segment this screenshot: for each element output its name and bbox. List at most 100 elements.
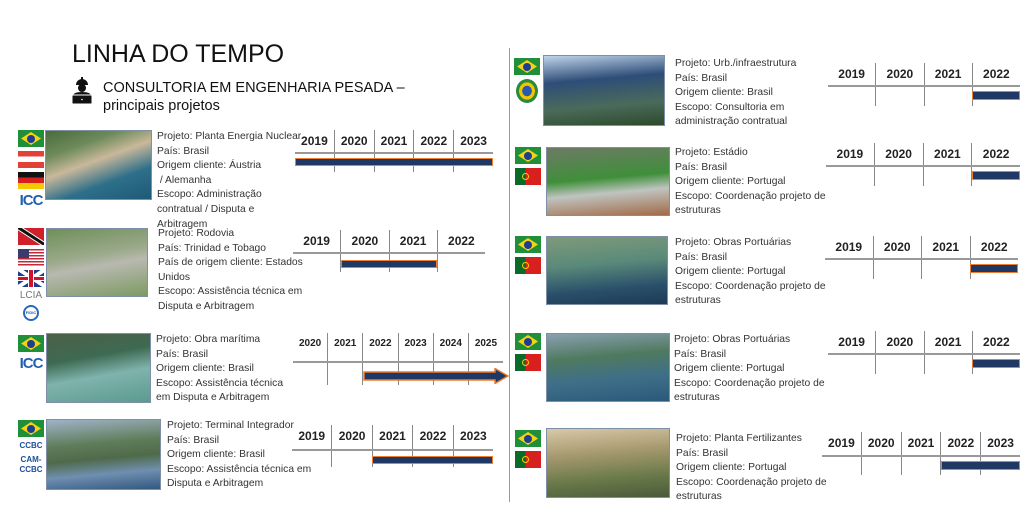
project-info-line: Escopo: Coordenação projeto de (676, 476, 827, 488)
project-info-line: País: Brasil (674, 348, 727, 360)
project-info-line: Escopo: Coordenação projeto de (675, 190, 826, 202)
flag-portugal-icon (515, 168, 541, 185)
timeline-bar (372, 456, 493, 464)
timeline-year-cell: 2023 (397, 333, 433, 385)
timeline-bar (971, 171, 1020, 180)
project-info-line: Escopo: Administração (157, 189, 262, 201)
timeline-axis (828, 85, 1020, 87)
timeline-year-cell: 2019 (822, 432, 861, 475)
timeline-year-label: 2019 (301, 134, 328, 148)
icc-logo: ICC (19, 355, 44, 372)
urban-infrastructure-photo (543, 55, 665, 126)
timeline-year-cell: 2021 (900, 432, 941, 475)
timeline-year-label: 2019 (298, 429, 326, 443)
timeline-year-label: 2025 (474, 338, 498, 349)
flag-portugal-icon (515, 257, 541, 274)
timeline-year-cell: 2020 (872, 236, 922, 279)
lcia-logo: LCIA (19, 290, 43, 301)
timeline-year-label: 2021 (934, 67, 962, 81)
flag-portugal-icon (515, 451, 541, 468)
flag-brazil-icon (515, 333, 541, 350)
timeline-year-cell: 2022 (362, 333, 397, 385)
timeline-bar (972, 359, 1020, 368)
ccbc-logo: CCBC (19, 441, 43, 450)
project-info-line: País: Brasil (157, 145, 210, 157)
project-info-line: País: Brasil (675, 72, 728, 84)
project-info-line: Projeto: Planta Fertilizantes (676, 433, 802, 444)
timeline-year-label: 2020 (886, 335, 914, 349)
project-info-line: Origem cliente: Brasil (156, 363, 254, 375)
timeline-year-label: 2021 (907, 436, 935, 450)
project-info-line: contratual / Disputa e (157, 203, 255, 215)
timeline-year-label: 2023 (987, 436, 1014, 450)
timeline-bar (295, 158, 493, 166)
timeline-year-label: 2020 (298, 338, 322, 349)
timeline-year-cell: 2022 (971, 143, 1020, 186)
project-info-line: Escopo: Assistência técnica (156, 377, 284, 389)
flag-usa-icon (18, 249, 44, 266)
timeline-year-cell: 2021 (923, 331, 972, 374)
page-subtitle: CONSULTORIA EM ENGENHARIA PESADA – princ… (103, 80, 405, 114)
flag-germany-icon (18, 172, 44, 189)
project-info-line: País de origem cliente: Estados (158, 257, 303, 269)
project-info-line: Origem cliente: Portugal (674, 363, 785, 375)
timeline-year-label: 2022 (982, 147, 1010, 161)
timeline-year-cell: 2021 (371, 425, 412, 467)
timeline-year-label: 2020 (886, 67, 914, 81)
project-info-line: Projeto: Obras Portuárias (674, 334, 791, 345)
timeline-year-label: 2020 (885, 147, 912, 161)
fidic-logo: FIDIC (23, 305, 39, 321)
timeline-year-cell: 2020 (331, 425, 371, 467)
timeline-year-cell: 2019 (826, 143, 874, 186)
project-info-line: País: Trinidad e Tobago (158, 242, 267, 254)
timeline-axis (822, 455, 1020, 457)
page-title: LINHA DO TEMPO (72, 40, 285, 68)
project-info-line: estruturas (674, 392, 720, 404)
project-info-line: Origem cliente: Brasil (675, 87, 773, 99)
flags-column: ICC (16, 335, 46, 371)
project-info-line: Projeto: Planta Energia Nuclear (157, 131, 302, 142)
flag-trinidad-icon (18, 228, 44, 245)
timeline-year-label: 2020 (351, 234, 379, 248)
nuclear-plant-photo (45, 130, 152, 200)
flags-column: ICC (16, 130, 46, 208)
flags-column (513, 236, 543, 274)
project-info-line: Unidos (158, 271, 191, 283)
project-info-line: País: Brasil (676, 447, 729, 459)
project-info-line: administração contratual (675, 116, 788, 128)
project-info-line: Escopo: Assistência técnica em (158, 286, 303, 298)
flag-portugal-icon (515, 354, 541, 371)
flag-brazil-icon (18, 335, 44, 352)
timeline-axis (828, 353, 1020, 355)
project-info-line: Projeto: Terminal Integrador (167, 420, 294, 431)
timeline-arrow-bar (363, 368, 509, 384)
timeline-bar (969, 264, 1018, 273)
cam-ccbc-logo: CAM-CCBC (19, 455, 43, 474)
timeline-year-label: 2021 (399, 234, 427, 248)
project-info-line: Origem cliente: Portugal (675, 266, 786, 278)
flag-uk-icon (18, 270, 44, 287)
project-info-line: Projeto: Rodovia (158, 228, 235, 239)
project-info-line: Arbitragem (157, 218, 208, 230)
timeline-year-label: 2020 (867, 436, 895, 450)
timeline-year-cell: 2022 (969, 236, 1019, 279)
timeline-year-label: 2020 (340, 134, 368, 148)
timeline-year-label: 2021 (934, 147, 961, 161)
timeline-year-cell: 2025 (467, 333, 503, 385)
project-info-line: Escopo: Assistência técnica em (167, 463, 312, 475)
timeline-year-label: 2022 (983, 335, 1010, 349)
icc-logo: ICC (19, 192, 44, 209)
project-info-line: em Disputa e Arbitragem (156, 392, 270, 404)
fertilizer-plant-photo (546, 428, 670, 498)
